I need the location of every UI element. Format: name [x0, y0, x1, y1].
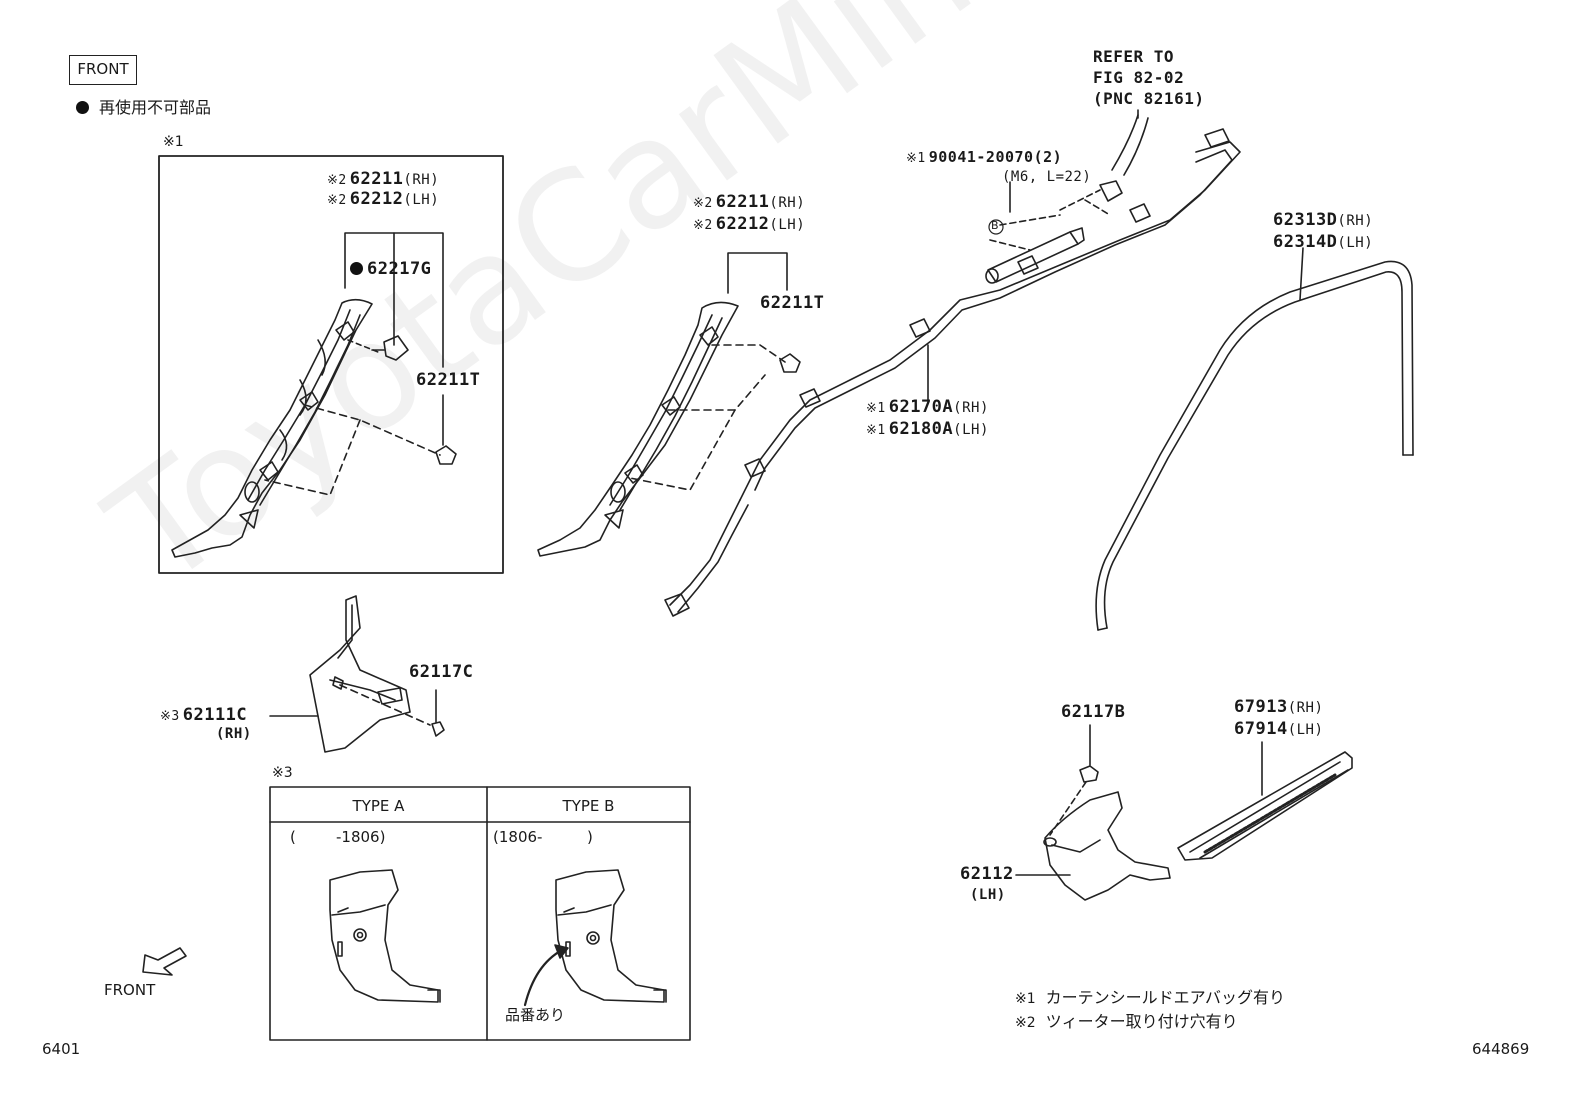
type-b-range: (1806- — [493, 828, 543, 846]
front-box-label: FRONT — [69, 55, 137, 85]
bolt-ref-b: B — [991, 219, 999, 232]
airbag-leader-lines — [927, 109, 1139, 401]
weatherstrip-label-62313d: 62313D(RH) — [1273, 210, 1374, 230]
cowl-side-drawing — [269, 595, 445, 753]
rear-label-62117b: 62117B — [1061, 702, 1126, 722]
type-a-range: -1806) — [336, 828, 386, 846]
rear-label-62112-lh: (LH) — [970, 887, 1006, 903]
type-table-frame — [269, 786, 691, 1041]
front-arrow-drawing — [142, 947, 187, 976]
front-arrow-label: FRONT — [104, 981, 156, 999]
refer-line-2: FIG 82-02 — [1093, 68, 1185, 87]
cowl-label-rh: (RH) — [216, 726, 252, 742]
curtain-airbag-drawing — [664, 114, 1241, 617]
type-a-drawing — [329, 869, 441, 1003]
type-table-mark: ※3 — [272, 765, 293, 781]
non-reusable-bullet-icon — [350, 262, 363, 275]
center-pillar-leader-lines — [629, 252, 801, 491]
legend-text: 再使用不可部品 — [99, 98, 212, 117]
weatherstrip-label-62314d: 62314D(LH) — [1273, 232, 1374, 252]
inset1-pillar-drawing — [171, 298, 373, 558]
inset1-mark: ※1 — [163, 134, 184, 150]
cowl-label-62117c: 62117C — [409, 662, 474, 682]
rear-lower-drawing — [1015, 724, 1171, 901]
refer-line-3: (PNC 82161) — [1093, 89, 1205, 108]
scuff-label-67914: 67914(LH) — [1234, 719, 1324, 739]
inset1-frame — [158, 155, 504, 574]
type-b-part-number-note: 品番あり — [505, 1006, 566, 1024]
inset1-leader-lines — [264, 232, 457, 496]
scuff-plate-drawing — [1177, 741, 1353, 861]
non-reusable-bullet-icon — [76, 101, 89, 114]
type-b-range-close: ) — [587, 828, 593, 846]
type-b-drawing — [523, 869, 667, 1007]
page-number-right: 644869 — [1472, 1040, 1530, 1058]
scuff-label-67913: 67913(RH) — [1234, 697, 1324, 717]
center-pillar-drawing — [537, 301, 739, 557]
inset1-label-62211t: 62211T — [416, 370, 481, 390]
refer-line-1: REFER TO — [1093, 47, 1175, 66]
bolt-spec: (M6, L=22) — [1002, 169, 1092, 185]
pillar-label-62211t: 62211T — [760, 293, 825, 313]
inset1-label-62217g: 62217G — [350, 261, 431, 278]
page-number-left: 6401 — [42, 1040, 81, 1058]
weatherstrip-drawing — [1095, 247, 1414, 631]
legend-non-reusable: 再使用不可部品 — [76, 100, 211, 116]
type-a-header: TYPE A — [352, 797, 405, 815]
type-b-header: TYPE B — [562, 797, 615, 815]
rear-label-62112: 62112 — [960, 864, 1014, 884]
type-a-range-open: ( — [290, 828, 296, 846]
